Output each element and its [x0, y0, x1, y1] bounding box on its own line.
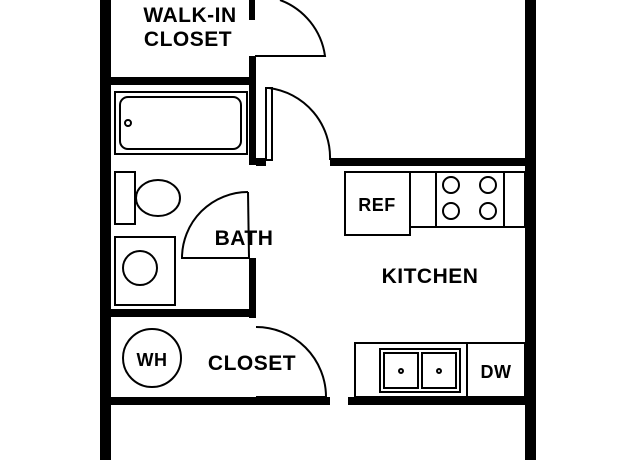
- labels: WALK-IN CLOSET BATH KITCHEN CLOSET REF W…: [137, 4, 512, 382]
- door-closet: [255, 326, 328, 398]
- wall-right-exterior: [525, 0, 536, 460]
- wall-closet-bottom: [100, 397, 330, 405]
- door-bath-interior: [180, 191, 249, 259]
- fixture-label-refrigerator: REF: [358, 195, 396, 215]
- wall-kitchen-top: [330, 158, 530, 166]
- wall-bath-door-stub: [256, 158, 266, 166]
- room-label-walkin-closet-1: WALK-IN: [143, 4, 236, 27]
- kitchen-sink-drain-icon: [398, 368, 404, 374]
- wall-bath-right-lower: [249, 258, 256, 318]
- wall-left-exterior: [100, 0, 111, 460]
- kitchen-sink-bowl: [383, 352, 419, 389]
- water-heater-icon: [122, 328, 182, 388]
- door-bath-top-leaf: [265, 87, 273, 161]
- kitchen-sink: [379, 348, 461, 393]
- sink-bowl: [122, 250, 158, 286]
- burner-icon: [479, 176, 497, 194]
- interior-walls: [100, 0, 530, 405]
- burner-icon: [442, 176, 460, 194]
- wall-bath-bottom: [100, 309, 256, 317]
- toilet-bowl: [135, 179, 181, 217]
- wall-bath-right-upper: [249, 56, 256, 165]
- bathtub: [114, 91, 248, 155]
- kitchen-sink-drain-icon: [436, 368, 442, 374]
- bathtub-basin: [119, 96, 242, 150]
- sink-cabinet: [114, 236, 176, 306]
- door-bath-top-swing: [268, 87, 332, 161]
- range: [435, 171, 505, 228]
- room-label-closet: CLOSET: [208, 352, 296, 375]
- burner-icon: [442, 202, 460, 220]
- room-label-walkin-closet-2: CLOSET: [144, 28, 232, 51]
- room-label-bath: BATH: [215, 227, 274, 250]
- wall-walkin-bottom: [100, 77, 253, 85]
- lower-counter: [354, 342, 526, 398]
- kitchen-fixtures: [344, 171, 526, 398]
- closet-fixtures: [122, 328, 182, 388]
- fixture-label-water-heater: WH: [137, 350, 168, 370]
- wall-kitchen-bottom: [348, 397, 530, 405]
- bathtub-drain-icon: [124, 119, 132, 127]
- bath-fixtures: [114, 91, 248, 306]
- exterior-walls: [100, 0, 536, 460]
- room-label-kitchen: KITCHEN: [382, 265, 479, 288]
- burner-icon: [479, 202, 497, 220]
- door-walkin: [255, 0, 327, 57]
- fixture-label-dishwasher: DW: [481, 362, 512, 382]
- doors: [180, 0, 332, 398]
- wall-walkin-right: [249, 0, 255, 20]
- kitchen-sink-bowl: [421, 352, 457, 389]
